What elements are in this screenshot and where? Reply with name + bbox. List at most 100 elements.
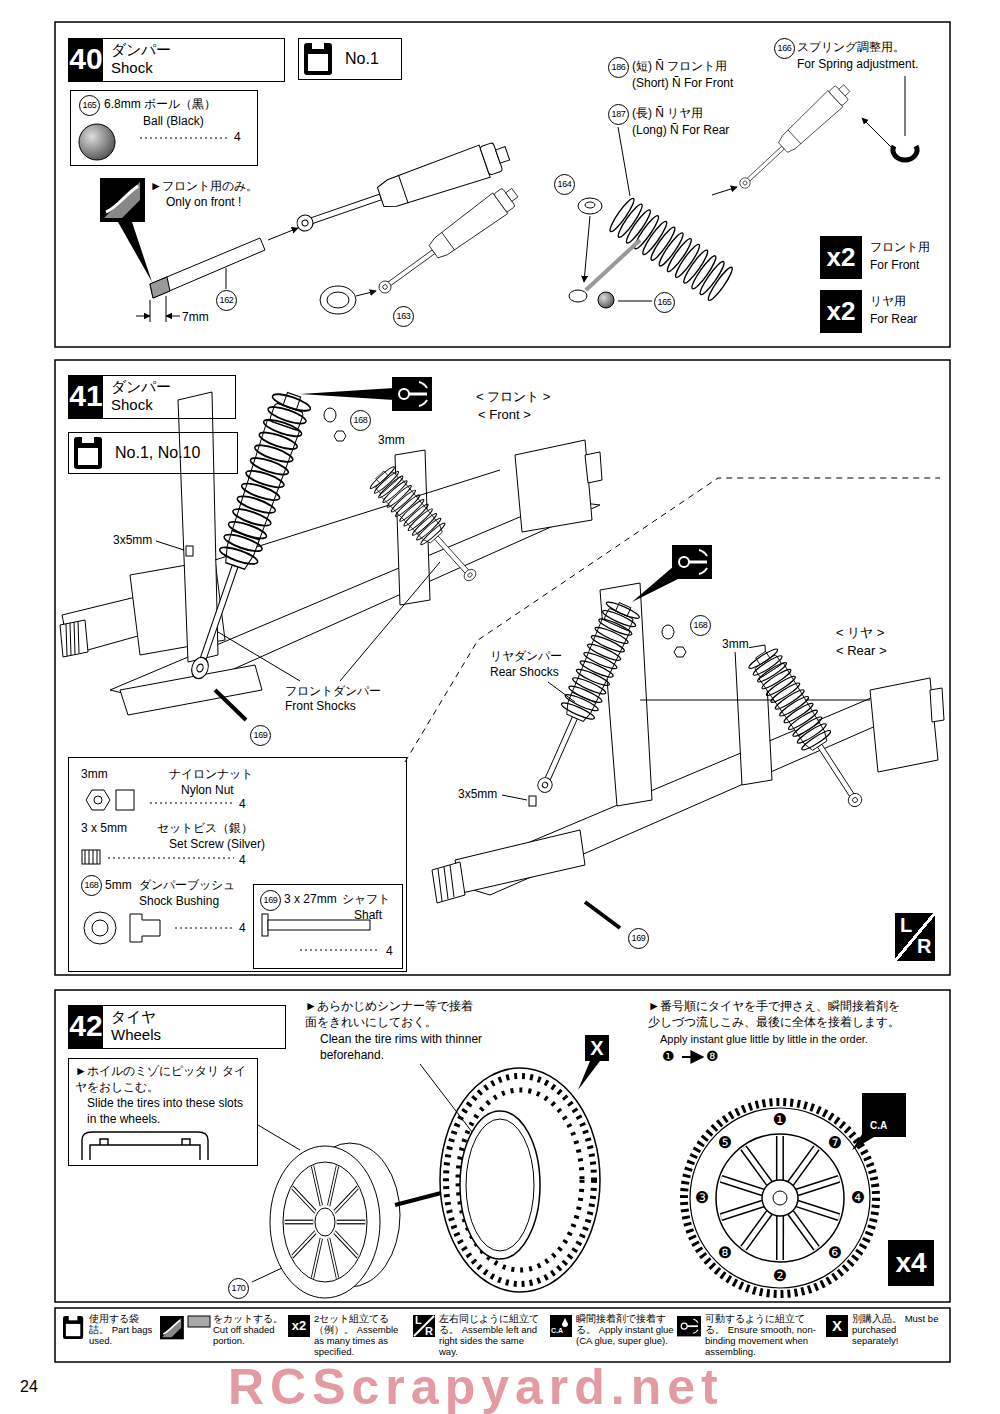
parts-list-box: 1656.8mm ボール（黒）Ball (Black)4 [70, 90, 258, 166]
spring-seat [585, 202, 595, 208]
icon-text: C.A [551, 1327, 563, 1335]
spring-part [607, 127, 737, 303]
note-text: 3mm [378, 432, 405, 448]
chassis [60, 620, 88, 657]
note-text: (Short) Ñ For Front [632, 75, 733, 91]
rim-section [90, 1145, 200, 1160]
wheel-front-view [682, 1057, 876, 1294]
note-text: 3 x 5mm [81, 820, 127, 836]
movement-icon [300, 377, 712, 602]
leader-line [548, 682, 575, 702]
coilover-shock [178, 388, 873, 814]
step-panel [55, 990, 950, 1302]
section-title: < Front > [478, 406, 531, 423]
note-text: ►ホイルのミゾにピッタリ タイヤをおしこむ。 [75, 1063, 251, 1095]
note-text: (短) Ñ フロント用 [632, 58, 727, 74]
bag-icon [63, 1316, 83, 1339]
callout-number: 169 [250, 725, 271, 746]
dimension [166, 316, 180, 317]
section-title: < フロント > [476, 388, 550, 405]
spring-seat [578, 198, 602, 282]
note-text: フロントダンパー [285, 683, 381, 699]
note-text: 4 [386, 943, 393, 959]
callout-number: 186 [608, 57, 629, 78]
rim-section [82, 1132, 208, 1160]
step-number: 40 [69, 39, 103, 81]
page-number: 24 [20, 1378, 38, 1396]
callout-number: 166 [774, 38, 795, 59]
step-title: Wheels [111, 1026, 161, 1044]
tire [420, 1061, 600, 1292]
callout-number: 162 [216, 290, 237, 311]
order-number: ❽ [715, 1243, 735, 1263]
note-text: シャフト [342, 891, 390, 907]
rod-end [569, 290, 587, 302]
note-text: 3mm [722, 636, 749, 652]
hardware [529, 796, 536, 806]
cut-icon [100, 178, 152, 282]
note-text: For Front [870, 257, 919, 273]
note-text: 4 [239, 796, 246, 812]
chassis [120, 665, 262, 715]
tire [578, 1061, 600, 1090]
shock-rod [150, 228, 298, 298]
parts-icon [108, 858, 234, 859]
legend-text: 瞬間接着剤で接着する。 Apply instant glue (CA glue,… [576, 1313, 674, 1346]
wheel-front-view [703, 1123, 857, 1274]
note-text: For Rear [870, 311, 917, 327]
parts-icon [82, 790, 380, 950]
bushing-part [320, 286, 356, 314]
order-number: ❶ [770, 1110, 790, 1130]
legend-text: をカットする。 Cut off shaded portion. [213, 1313, 285, 1346]
note-text: 3mm [81, 766, 108, 782]
movement-icon [392, 377, 432, 411]
icon-text: x2 [288, 1315, 310, 1337]
chassis [66, 621, 79, 656]
note-text: (長) Ñ リヤ用 [632, 105, 703, 121]
wheel-rim [252, 1268, 282, 1282]
order-number: ❹ [848, 1188, 868, 1208]
hardware [324, 408, 336, 422]
rod-end [598, 292, 614, 308]
count-text: x2 [820, 236, 862, 279]
note-text: 4 [239, 852, 246, 868]
leader-line [218, 632, 300, 681]
step-panel [55, 22, 950, 1362]
count-text: x2 [820, 290, 862, 333]
callout-number: 187 [608, 104, 629, 125]
shock-rod [226, 268, 227, 289]
chassis [930, 688, 944, 722]
parts-icon [85, 850, 97, 864]
step-title: ダンパー [111, 378, 171, 396]
count-badge: x4 [888, 1240, 934, 1286]
shock-rod [150, 238, 265, 298]
callout-number: 169 [260, 890, 281, 911]
parts-icon [262, 914, 268, 936]
note-text: ►フロント用のみ。 [150, 178, 258, 194]
parts-icon [82, 850, 100, 864]
wheel-front-view [684, 1102, 876, 1294]
parts-list-box: 3mmナイロンナットNylon Nut43 x 5mmセットビス（銀）Set S… [68, 757, 407, 972]
chassis [455, 830, 585, 893]
callout-number: 169 [628, 928, 649, 949]
parts-icon [150, 803, 234, 804]
legend-icon [288, 1315, 310, 1337]
note-text: ナイロンナット [169, 766, 253, 782]
tire [460, 1111, 540, 1259]
leader-line [502, 795, 527, 800]
order-number: ❺ [715, 1133, 735, 1153]
spring-collar [862, 76, 917, 160]
parts-icon [175, 928, 234, 929]
spring-seat [578, 198, 602, 214]
callout-number: 168 [350, 410, 371, 431]
dimension [136, 296, 180, 322]
cut-icon [100, 178, 145, 222]
parts-bag-box: No.1 [298, 38, 402, 80]
section-title: < リヤ > [836, 624, 884, 641]
leader-line [340, 562, 440, 681]
legend-icon [188, 1316, 210, 1327]
note-text: Slide the tires into these slots in the … [87, 1095, 253, 1127]
rod-end [618, 301, 652, 302]
chassis [585, 452, 602, 483]
